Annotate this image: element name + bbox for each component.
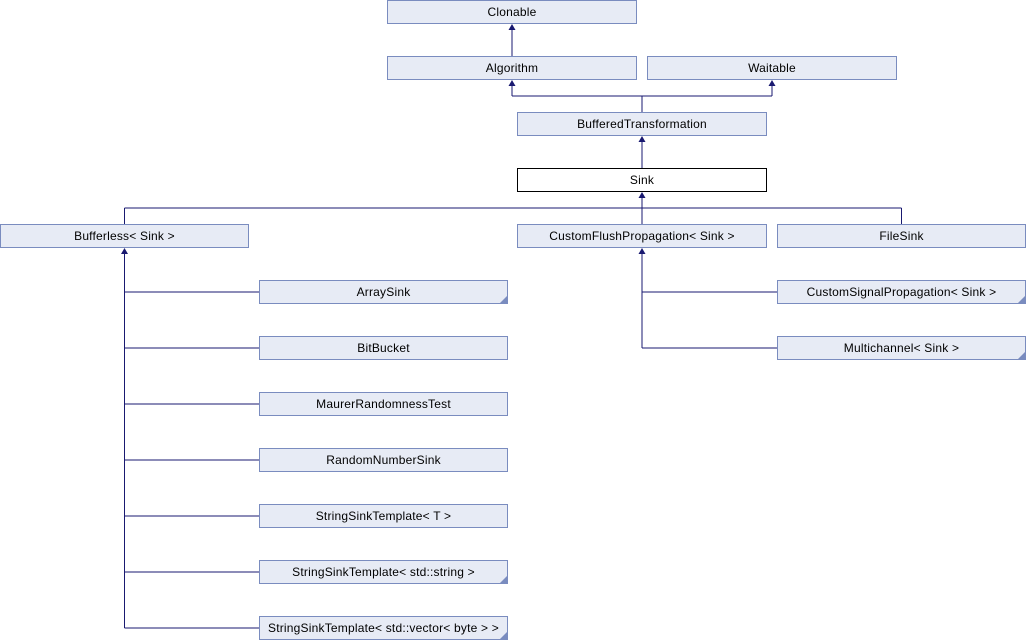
class-node-label: Bufferless< Sink > [74,229,175,243]
class-node-stringsinktemplate-t[interactable]: StringSinkTemplate< T > [259,504,508,528]
class-node-sink: Sink [517,168,767,192]
class-node-label: Sink [629,173,655,187]
class-node-label: Multichannel< Sink > [843,341,960,355]
class-node-label: Algorithm [485,61,539,75]
class-node-stringsinktemplate-vector[interactable]: StringSinkTemplate< std::vector< byte > … [259,616,508,640]
class-node-label: StringSinkTemplate< T > [315,509,452,523]
class-node-clonable[interactable]: Clonable [387,0,637,24]
class-node-arraysink[interactable]: ArraySink [259,280,508,304]
class-node-bufferedtransformation[interactable]: BufferedTransformation [517,112,767,136]
class-node-maurerrandomnesstest[interactable]: MaurerRandomnessTest [259,392,508,416]
class-node-waitable[interactable]: Waitable [647,56,897,80]
class-node-bufferless-sink[interactable]: Bufferless< Sink > [0,224,249,248]
class-node-stringsinktemplate-string[interactable]: StringSinkTemplate< std::string > [259,560,508,584]
class-node-label: Waitable [748,61,796,75]
class-node-label: BufferedTransformation [577,117,707,131]
class-node-label: CustomSignalPropagation< Sink > [806,285,997,299]
class-node-label: ArraySink [356,285,411,299]
class-node-filesink[interactable]: FileSink [777,224,1026,248]
class-node-customflushpropagation[interactable]: CustomFlushPropagation< Sink > [517,224,767,248]
class-node-multichannel-sink[interactable]: Multichannel< Sink > [777,336,1026,360]
class-node-label: Clonable [487,5,537,19]
class-node-label: FileSink [879,229,924,243]
class-node-label: BitBucket [357,341,410,355]
class-node-label: StringSinkTemplate< std::string > [292,565,475,579]
class-node-randomnumbersink[interactable]: RandomNumberSink [259,448,508,472]
class-node-algorithm[interactable]: Algorithm [387,56,637,80]
class-node-bitbucket[interactable]: BitBucket [259,336,508,360]
class-node-customsignalpropagation[interactable]: CustomSignalPropagation< Sink > [777,280,1026,304]
class-node-label: CustomFlushPropagation< Sink > [549,229,735,243]
class-node-label: MaurerRandomnessTest [316,397,451,411]
class-node-label: RandomNumberSink [326,453,441,467]
class-node-label: StringSinkTemplate< std::vector< byte > … [268,621,499,635]
